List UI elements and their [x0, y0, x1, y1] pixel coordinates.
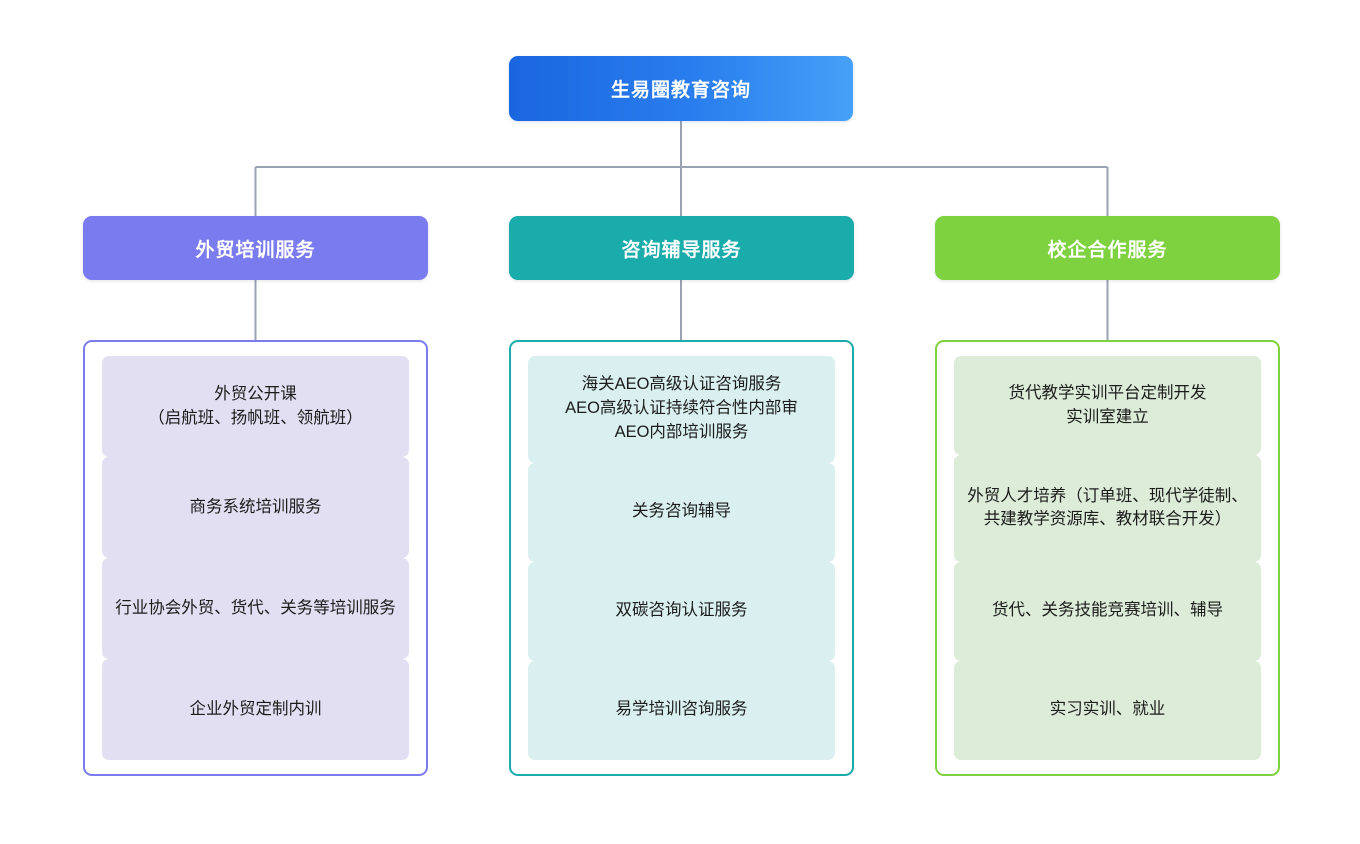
category-header-label-0: 外贸培训服务 [195, 239, 316, 261]
item-label: 企业外贸定制内训 [189, 699, 322, 718]
item-label: 货代、关务技能竞赛培训、辅导 [992, 601, 1223, 620]
root-node-label: 生易圈教育咨询 [610, 80, 751, 101]
item-box[interactable]: 外贸人才培养（订单班、现代学徒制、共建教学资源库、教材联合开发） [954, 455, 1261, 562]
item-box[interactable]: 关务咨询辅导 [528, 462, 835, 562]
items-container-1: 海关AEO高级认证咨询服务 AEO高级认证持续符合性内部审 AEO内部培训服务 … [509, 340, 854, 776]
item-box[interactable]: 商务系统培训服务 [102, 457, 409, 558]
item-label: 双碳咨询认证服务 [615, 601, 748, 620]
root-node[interactable]: 生易圈教育咨询 [509, 56, 853, 121]
items-container-0: 外贸公开课 （启航班、扬帆班、领航班） 商务系统培训服务 行业协会外贸、货代、关… [83, 340, 428, 776]
column-foreign-trade-training: 外贸培训服务 外贸公开课 （启航班、扬帆班、领航班） 商务系统培训服务 行业协会… [83, 216, 428, 776]
category-header-label-2: 校企合作服务 [1047, 239, 1168, 261]
item-box[interactable]: 行业协会外贸、货代、关务等培训服务 [102, 558, 409, 659]
item-label: 货代教学实训平台定制开发 实训室建立 [1008, 383, 1207, 426]
category-header-1[interactable]: 咨询辅导服务 [509, 216, 854, 280]
item-box[interactable]: 实习实训、就业 [954, 660, 1261, 760]
item-label: 关务咨询辅导 [632, 502, 731, 521]
item-box[interactable]: 外贸公开课 （启航班、扬帆班、领航班） [102, 356, 409, 457]
item-label: 行业协会外贸、货代、关务等培训服务 [115, 598, 396, 617]
item-label: 商务系统培训服务 [189, 497, 322, 516]
item-box[interactable]: 货代教学实训平台定制开发 实训室建立 [954, 356, 1261, 456]
item-label: 海关AEO高级认证咨询服务 AEO高级认证持续符合性内部审 AEO内部培训服务 [565, 375, 798, 442]
column-school-enterprise-cooperation: 校企合作服务 货代教学实训平台定制开发 实训室建立 外贸人才培养（订单班、现代学… [935, 216, 1280, 776]
category-header-2[interactable]: 校企合作服务 [935, 216, 1280, 280]
item-box[interactable]: 海关AEO高级认证咨询服务 AEO高级认证持续符合性内部审 AEO内部培训服务 [528, 356, 835, 463]
category-header-0[interactable]: 外贸培训服务 [83, 216, 428, 280]
column-consulting-tutoring: 咨询辅导服务 海关AEO高级认证咨询服务 AEO高级认证持续符合性内部审 AEO… [509, 216, 854, 776]
item-box[interactable]: 双碳咨询认证服务 [528, 561, 835, 661]
item-box[interactable]: 货代、关务技能竞赛培训、辅导 [954, 561, 1261, 661]
item-box[interactable]: 企业外贸定制内训 [102, 659, 409, 760]
category-header-label-1: 咨询辅导服务 [621, 239, 742, 261]
item-box[interactable]: 易学培训咨询服务 [528, 660, 835, 760]
item-label: 外贸公开课 （启航班、扬帆班、领航班） [148, 384, 363, 427]
item-label: 外贸人才培养（订单班、现代学徒制、共建教学资源库、教材联合开发） [967, 486, 1248, 529]
item-label: 实习实训、就业 [1049, 700, 1166, 719]
item-label: 易学培训咨询服务 [615, 700, 748, 719]
items-container-2: 货代教学实训平台定制开发 实训室建立 外贸人才培养（订单班、现代学徒制、共建教学… [935, 340, 1280, 776]
